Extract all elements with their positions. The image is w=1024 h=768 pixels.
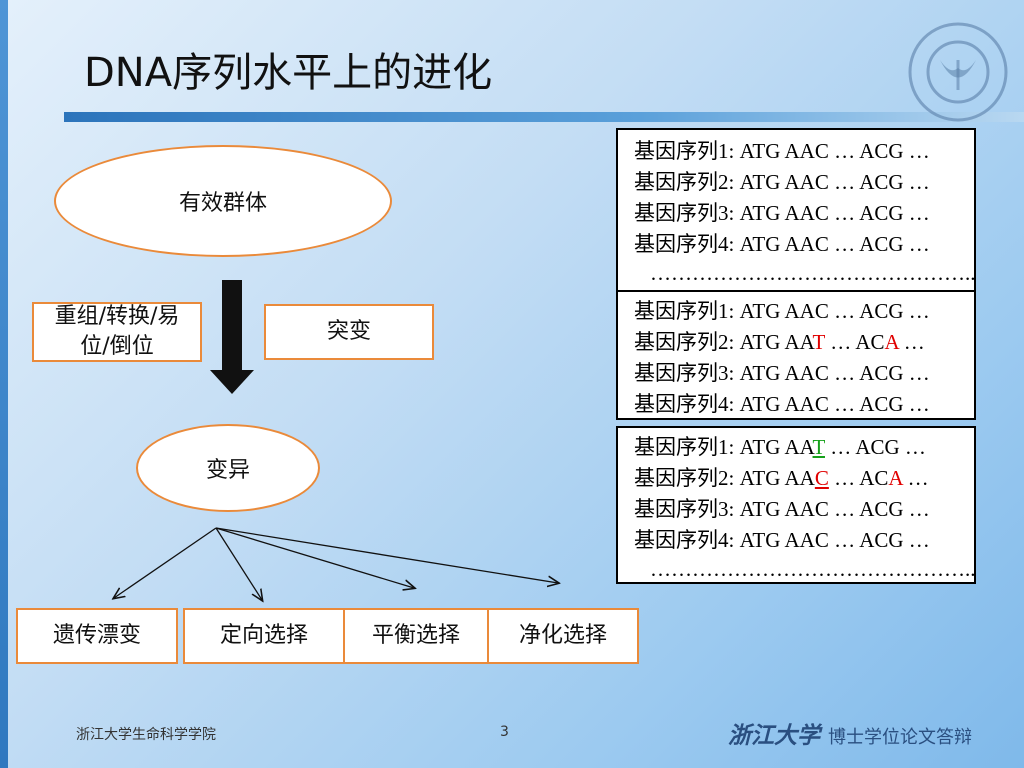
- left-decor-strip: [0, 0, 8, 768]
- recombination-box: 重组/转换/易位/倒位: [32, 302, 202, 362]
- mutation-label: 突变: [326, 319, 371, 344]
- defense-label: 博士学位论文答辩: [828, 727, 973, 748]
- footer-institution: 浙江大学生命科学学院: [76, 727, 216, 743]
- sequence-line: 基因序列2: ATG AAC … ACA …: [634, 466, 929, 490]
- mutated-base: A: [888, 466, 903, 490]
- outcome-box-directional-selection: 定向选择: [183, 608, 345, 664]
- sequence-line: 基因序列1: ATG AAC … ACG …: [634, 139, 930, 163]
- outcome-label: 定向选择: [219, 623, 308, 648]
- sequence-line: 基因序列2: ATG AAT … ACA …: [634, 330, 925, 354]
- sequence-line: 基因序列3: ATG AAC … ACG …: [634, 497, 930, 521]
- sequence-ellipsis: ………………………………………..: [650, 557, 976, 581]
- arrow-to-directional: [215, 527, 262, 600]
- sequence-block-variation: 基因序列1: ATG AAT … ACG … 基因序列2: ATG AAC … …: [616, 426, 976, 584]
- variation-label: 变异: [205, 458, 250, 483]
- mutated-base: T: [812, 435, 825, 459]
- outcome-label: 平衡选择: [371, 623, 460, 648]
- sequence-line: 基因序列3: ATG AAC … ACG …: [634, 201, 930, 225]
- sequence-line: 基因序列1: ATG AAT … ACG …: [634, 435, 926, 459]
- footer-defense-banner: 浙江大学 博士学位论文答辩: [728, 716, 972, 750]
- sequence-ellipsis: ………………………………………..: [650, 261, 976, 285]
- university-calligraphy: 浙江大学: [728, 722, 820, 749]
- sequence-line: 基因序列4: ATG AAC … ACG …: [634, 392, 930, 416]
- arrow-to-drift: [114, 527, 217, 598]
- page-number: 3: [500, 724, 509, 740]
- outcome-label: 净化选择: [518, 623, 607, 648]
- recombination-label: 重组/转换/易位/倒位: [54, 304, 180, 359]
- university-seal-logo: [908, 22, 1008, 122]
- slide-title: DNA序列水平上的进化: [84, 50, 493, 96]
- sequence-block-original: 基因序列1: ATG AAC … ACG … 基因序列2: ATG AAC … …: [616, 128, 976, 292]
- outcome-box-purifying-selection: 净化选择: [487, 608, 639, 664]
- title-underline-bar: [64, 112, 1024, 122]
- down-arrow-big: [210, 280, 254, 394]
- effective-population-label: 有效群体: [178, 191, 267, 216]
- arrow-to-purifying: [215, 527, 558, 583]
- variation-node: 变异: [136, 424, 320, 512]
- effective-population-node: 有效群体: [54, 145, 392, 257]
- sequence-line: 基因序列2: ATG AAC … ACG …: [634, 170, 930, 194]
- sequence-line: 基因序列4: ATG AAC … ACG …: [634, 528, 930, 552]
- mutated-base: A: [884, 330, 899, 354]
- arrow-to-balancing: [215, 527, 414, 588]
- sequence-line: 基因序列3: ATG AAC … ACG …: [634, 361, 930, 385]
- sequence-block-mutation: 基因序列1: ATG AAC … ACG … 基因序列2: ATG AAT … …: [616, 290, 976, 420]
- sequence-line: 基因序列1: ATG AAC … ACG …: [634, 299, 930, 323]
- sequence-line: 基因序列4: ATG AAC … ACG …: [634, 232, 930, 256]
- outcome-label: 遗传漂变: [52, 623, 141, 648]
- mutated-base: T: [812, 330, 825, 354]
- mutated-base: C: [814, 466, 829, 490]
- outcome-box-balancing-selection: 平衡选择: [343, 608, 489, 664]
- outcome-box-genetic-drift: 遗传漂变: [16, 608, 178, 664]
- mutation-box: 突变: [264, 304, 434, 360]
